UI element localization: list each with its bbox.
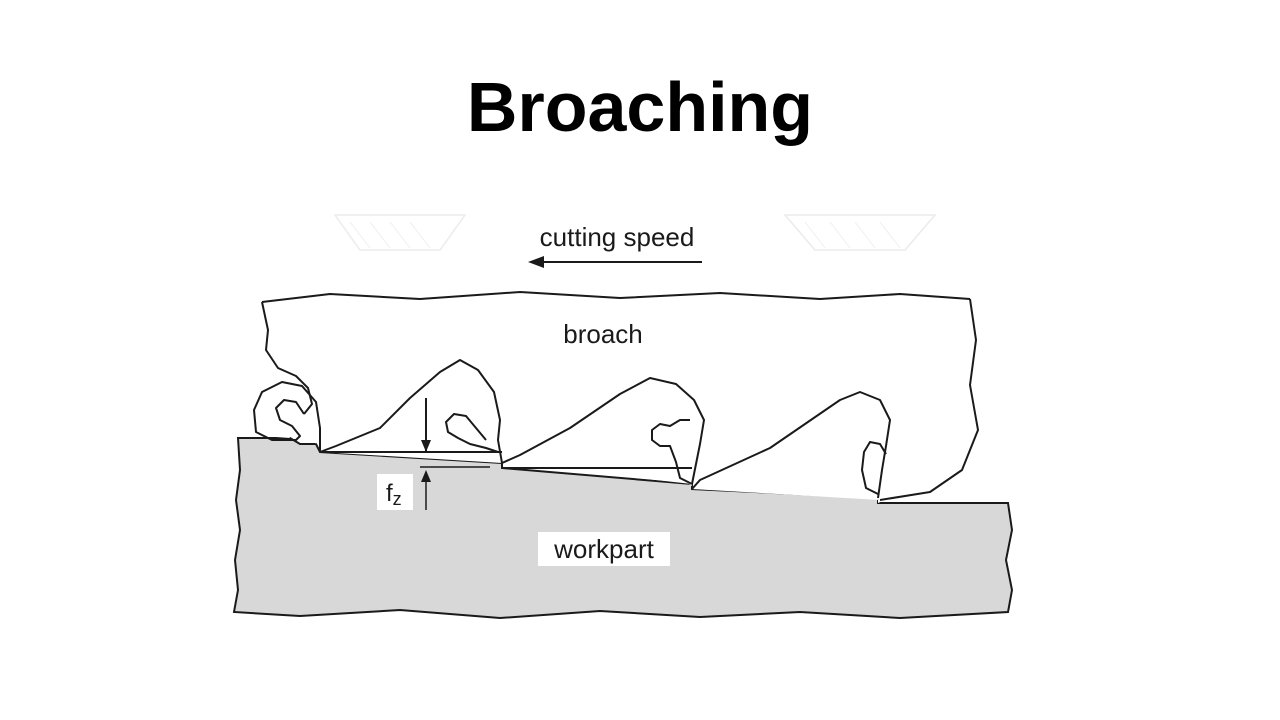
watermark: [333, 214, 937, 251]
cutting-speed-label: cutting speed: [540, 222, 695, 252]
cutting-speed-arrow: [528, 256, 702, 268]
broach-outline: [253, 291, 979, 501]
workpart-label-box: [538, 532, 670, 566]
feed-symbol: f: [386, 480, 393, 507]
feed-label-box: [377, 474, 413, 510]
slide-title: Broaching: [466, 68, 814, 146]
workpart-label: workpart: [553, 534, 654, 564]
feed-label: fz: [386, 480, 402, 509]
broach-label: broach: [563, 319, 643, 349]
feed-indicator: [420, 410, 490, 510]
feed-subscript: z: [393, 489, 402, 509]
